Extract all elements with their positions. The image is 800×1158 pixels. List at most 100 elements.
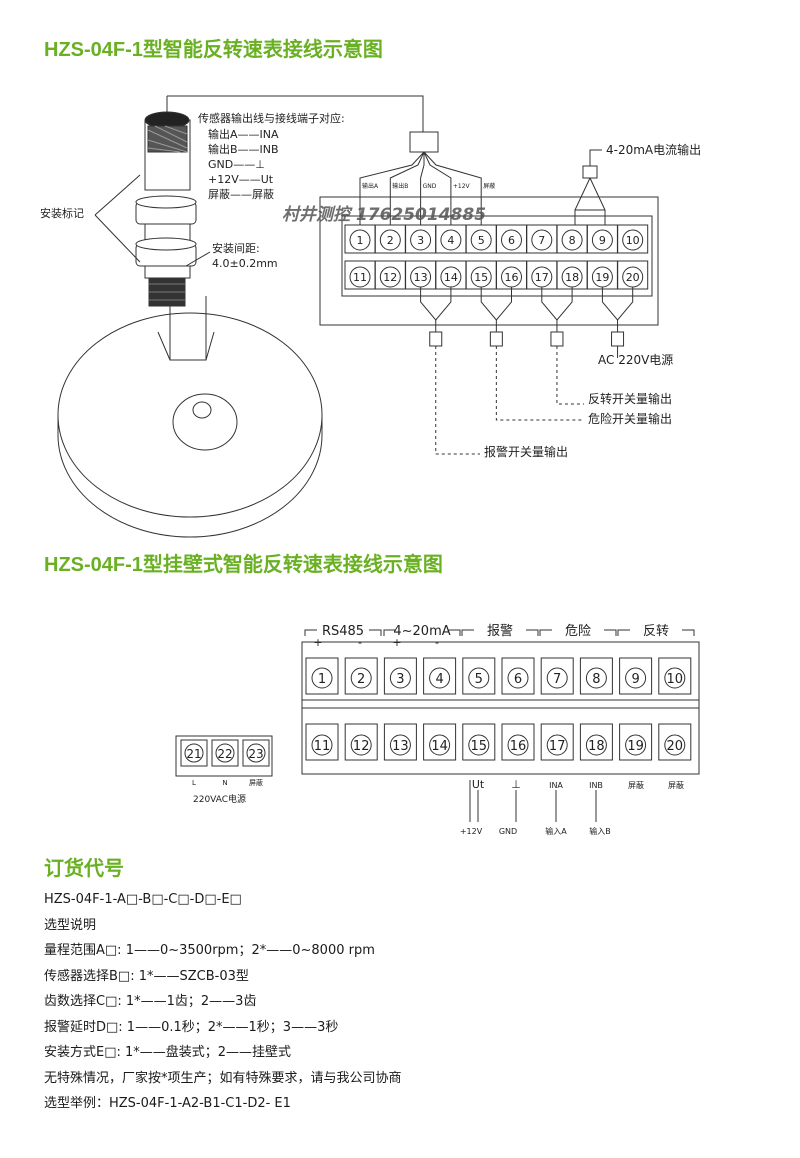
mapping-item: 屏蔽——屏蔽 xyxy=(208,188,274,201)
bottom-wire-label: GND xyxy=(499,827,517,836)
order-line: 选型举例：HZS-04F-1-A2-B1-C1-D2- E1 xyxy=(44,1096,291,1111)
bottom-wire-label: 输入A xyxy=(545,826,567,836)
order-line: 无特殊情况，厂家按*项生产；如有特殊要求，请与我公司协商 xyxy=(44,1070,402,1086)
terminal-number: 2 xyxy=(357,672,365,687)
terminal-number: 11 xyxy=(314,739,331,754)
terminal-number: 14 xyxy=(431,739,448,754)
order-line: 安装方式E□: 1*——盘装式；2——挂壁式 xyxy=(44,1045,292,1060)
terminal-number: 7 xyxy=(553,672,561,687)
group-label: 危险 xyxy=(565,624,591,639)
terminal-number: 17 xyxy=(549,739,566,754)
terminal-number: 13 xyxy=(414,271,428,284)
group-label: 4~20mA xyxy=(393,624,450,639)
terminal-circle xyxy=(311,734,333,756)
terminal-number: 16 xyxy=(505,271,519,284)
power-sub-label: N xyxy=(222,779,227,787)
order-line: 报警延时D□: 1——0.1秒；2*——1秒；3——3秒 xyxy=(44,1019,339,1035)
terminal-number: 11 xyxy=(353,271,367,284)
mapping-title: 传感器输出线与接线端子对应: xyxy=(198,111,345,125)
terminal-number: 8 xyxy=(592,672,600,687)
mapping-list: 输出A——INA 输出B——INB GND——⊥ +12V——Ut 屏蔽——屏蔽 xyxy=(208,127,279,201)
wire-label: GND xyxy=(423,183,437,190)
terminal-circle xyxy=(591,229,613,251)
diagram2-title: HZS-04F-1型挂壁式智能反转速表接线示意图 xyxy=(44,554,443,576)
terminal-circle xyxy=(585,734,607,756)
terminal-number: 4 xyxy=(447,234,454,247)
terminal-number: 15 xyxy=(471,739,488,754)
terminal-number: 14 xyxy=(444,271,458,284)
terminal-number: 12 xyxy=(353,739,370,754)
mapping-item: +12V——Ut xyxy=(208,173,274,186)
terminal-circle xyxy=(350,734,372,756)
bottom-wire-label: 输入B xyxy=(589,826,611,836)
terminal-number: 10 xyxy=(626,234,640,247)
wiring-diagram-panel: 传感器输出线与接线端子对应: 输出A——INA 输出B——INB GND——⊥ … xyxy=(40,95,701,538)
order-line: 齿数选择C□: 1*——1齿；2——3齿 xyxy=(44,994,257,1009)
terminal-number: 18 xyxy=(565,271,579,284)
terminal-number: 19 xyxy=(627,739,644,754)
terminal-circle xyxy=(546,667,568,689)
gap-value: 4.0±0.2mm xyxy=(212,257,278,270)
terminal-number: 23 xyxy=(248,747,263,761)
terminal-circle xyxy=(440,229,462,251)
terminal-circle xyxy=(507,667,529,689)
terminal-circle xyxy=(389,734,411,756)
terminal-number: 19 xyxy=(595,271,609,284)
bottom-terminal-label: 屏蔽 xyxy=(668,780,684,790)
terminal-circle xyxy=(184,743,204,763)
terminal-number: 20 xyxy=(667,739,684,754)
terminal-number: 15 xyxy=(474,271,488,284)
terminal-circle xyxy=(246,743,266,763)
terminal-number: 10 xyxy=(667,672,684,687)
wire-label: 屏蔽 xyxy=(483,182,495,190)
terminal-circle xyxy=(625,667,647,689)
terminal-number: 20 xyxy=(626,271,640,284)
terminal-circle xyxy=(664,734,686,756)
reverse-output-label: 反转开关量输出 xyxy=(588,391,672,406)
order-line: 选型说明 xyxy=(44,917,97,933)
terminal-circle xyxy=(501,229,522,251)
terminal-circle xyxy=(349,266,371,288)
wire-label: +12V xyxy=(453,183,471,190)
order-code-section: 订货代号 HZS-04F-1-A□-B□-C□-D□-E□选型说明量程范围A□:… xyxy=(44,852,764,1117)
terminal-number: 7 xyxy=(538,234,545,247)
terminal-circle xyxy=(507,734,529,756)
terminal-number: 22 xyxy=(217,747,232,761)
terminal-circle xyxy=(470,229,492,251)
terminal-number: 1 xyxy=(318,672,326,687)
alarm-output-label: 报警开关量输出 xyxy=(484,444,568,459)
terminal-circle xyxy=(429,667,451,689)
power-sub-label: 屏蔽 xyxy=(249,778,263,787)
terminal-number: 18 xyxy=(588,739,605,754)
terminal-box xyxy=(319,196,659,326)
terminal-number: 9 xyxy=(599,234,606,247)
terminal-circle xyxy=(622,229,644,251)
group-label: 反转 xyxy=(643,624,669,639)
junction-box xyxy=(409,131,439,153)
bottom-terminal-label: INB xyxy=(589,781,603,790)
terminal-number: 5 xyxy=(478,234,485,247)
ac-power-label: AC 220V电源 xyxy=(598,353,673,367)
terminal-number: 5 xyxy=(475,672,483,687)
order-line: 传感器选择B□: 1*——SZCB-03型 xyxy=(44,968,249,984)
terminal-number: 13 xyxy=(392,739,409,754)
mapping-item: 输出A——INA xyxy=(208,127,279,141)
terminal-circle xyxy=(379,229,401,251)
terminal-circle xyxy=(468,667,490,689)
terminal-circle xyxy=(311,667,333,689)
sensor-probe xyxy=(135,96,197,307)
terminal-circle xyxy=(561,229,583,251)
order-line: 量程范围A□: 1——0~3500rpm；2*——0~8000 rpm xyxy=(44,943,375,958)
bottom-terminal-label: INA xyxy=(549,781,563,790)
terminal-number: 3 xyxy=(396,672,404,687)
terminal-number: 12 xyxy=(383,271,397,284)
terminal-circle xyxy=(379,266,401,288)
terminal-circle xyxy=(546,734,568,756)
terminal-circle xyxy=(625,734,647,756)
diagram1-title: HZS-04F-1型智能反转速表接线示意图 xyxy=(44,39,383,61)
terminal-number: 2 xyxy=(387,234,394,247)
terminal-circle xyxy=(429,734,451,756)
